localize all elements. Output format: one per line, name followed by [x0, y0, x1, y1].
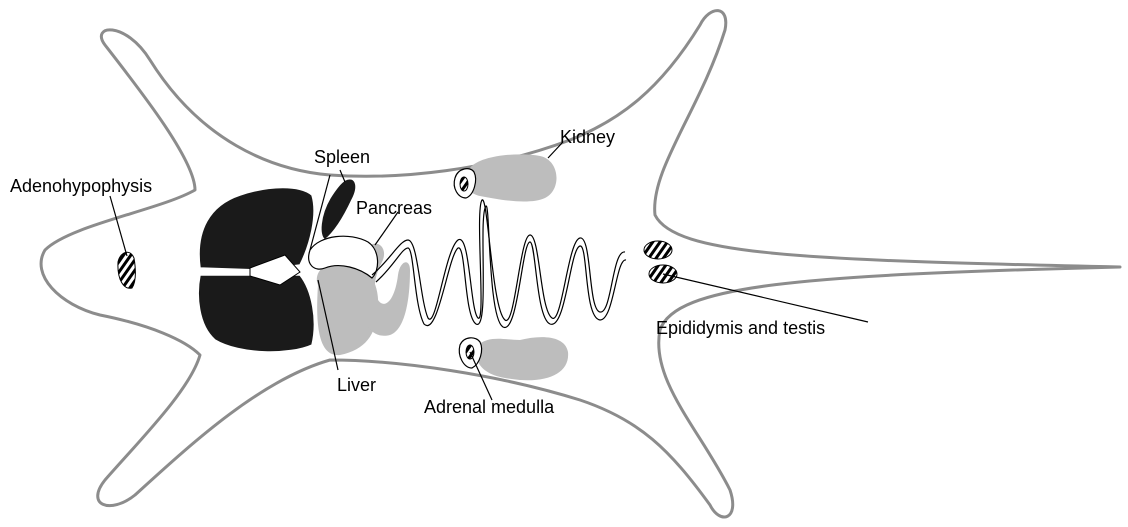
label-kidney: Kidney	[560, 127, 615, 147]
leader-epididymis	[663, 274, 868, 322]
adrenal-upper-medulla	[460, 177, 468, 191]
label-pancreas: Pancreas	[356, 198, 432, 218]
adenohypophysis-organ	[118, 252, 135, 288]
intestine-inner	[376, 206, 626, 328]
kidney-upper	[466, 154, 557, 201]
liver-lobe-lower	[198, 275, 314, 352]
leader-adenohypophysis	[110, 196, 127, 256]
label-spleen: Spleen	[314, 147, 370, 167]
kidney-lower	[478, 337, 568, 380]
label-adenohypophysis: Adenohypophysis	[10, 176, 152, 196]
label-epididymis-testis: Epididymis and testis	[656, 318, 825, 338]
label-liver: Liver	[337, 375, 376, 395]
label-adrenal-medulla: Adrenal medulla	[424, 397, 555, 417]
liver-lobe-upper	[199, 188, 314, 271]
testis-upper	[644, 241, 672, 259]
